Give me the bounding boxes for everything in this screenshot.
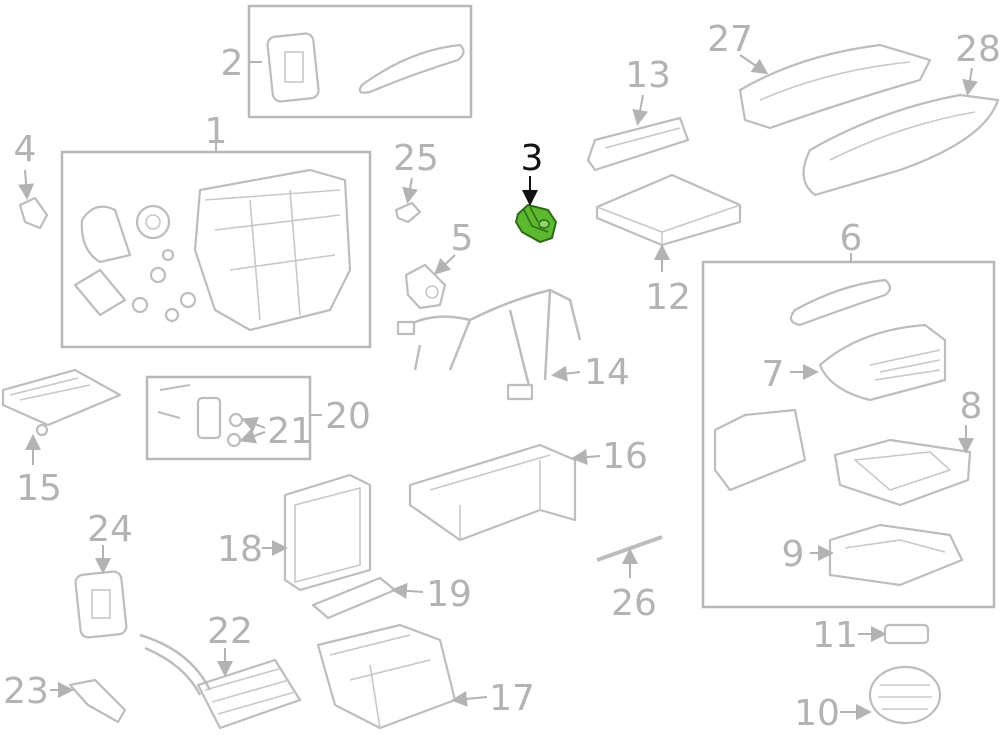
part-9-blower-housing-lower[interactable] bbox=[828, 523, 964, 587]
callout-label-6: 6 bbox=[840, 218, 863, 259]
callout-label-22: 22 bbox=[207, 611, 253, 652]
callout-label-11: 11 bbox=[812, 615, 858, 656]
callout-label-10: 10 bbox=[794, 693, 840, 734]
part-17-lower-case[interactable] bbox=[316, 623, 457, 730]
callout-label-9: 9 bbox=[782, 534, 805, 575]
group-box-6 bbox=[701, 260, 996, 609]
callout-label-20: 20 bbox=[325, 396, 371, 437]
callout-label-14: 14 bbox=[584, 352, 630, 393]
part-16-support-bracket[interactable] bbox=[408, 443, 577, 542]
part-21-o-rings[interactable] bbox=[226, 412, 244, 448]
callout-label-27: 27 bbox=[707, 19, 753, 60]
part-12-cabin-filter[interactable] bbox=[595, 173, 742, 247]
part-20-expansion-valve[interactable] bbox=[157, 384, 222, 440]
callout-label-21: 21 bbox=[267, 411, 313, 452]
callout-label-5: 5 bbox=[451, 218, 474, 259]
callout-label-28: 28 bbox=[955, 29, 1000, 70]
leader-lines bbox=[18, 54, 978, 720]
callout-label-8: 8 bbox=[960, 386, 983, 427]
part-3-actuator-highlighted[interactable] bbox=[515, 204, 557, 243]
part-24-vent[interactable] bbox=[74, 570, 128, 639]
callout-label-24: 24 bbox=[87, 509, 133, 550]
part-8-blower-housing-upper[interactable] bbox=[833, 438, 972, 507]
part-14-wiring-harness[interactable] bbox=[396, 288, 582, 401]
part-27-duct[interactable] bbox=[738, 43, 932, 130]
callout-label-7: 7 bbox=[762, 354, 785, 395]
part-10-blower-motor[interactable] bbox=[868, 665, 942, 725]
part-5-actuator[interactable] bbox=[404, 263, 447, 310]
part-6-duct-top[interactable] bbox=[789, 278, 892, 327]
callout-label-25: 25 bbox=[393, 138, 439, 179]
part-22-heater-core[interactable] bbox=[139, 633, 302, 730]
callout-label-19: 19 bbox=[426, 574, 472, 615]
part-18-evaporator[interactable] bbox=[283, 473, 372, 592]
part-15-heater-core-small[interactable] bbox=[1, 368, 122, 437]
part-11-resistor[interactable] bbox=[883, 623, 930, 645]
callout-label-3: 3 bbox=[521, 138, 544, 179]
part-6-side-panel[interactable] bbox=[713, 408, 807, 492]
callout-label-12: 12 bbox=[645, 277, 691, 318]
part-28-duct[interactable] bbox=[802, 93, 1000, 197]
part-4-sensor[interactable] bbox=[18, 196, 49, 230]
part-2-vent-grille[interactable] bbox=[266, 32, 465, 103]
part-7-blower-inlet[interactable] bbox=[818, 323, 947, 402]
callout-label-18: 18 bbox=[217, 529, 263, 570]
part-1-hvac-housing[interactable] bbox=[73, 168, 352, 332]
part-13-filter-door[interactable] bbox=[586, 116, 690, 172]
callout-label-16: 16 bbox=[602, 436, 648, 477]
callout-label-1: 1 bbox=[205, 111, 228, 152]
part-19-seal[interactable] bbox=[311, 576, 397, 620]
callout-label-26: 26 bbox=[611, 583, 657, 624]
callout-label-4: 4 bbox=[14, 129, 37, 170]
callout-label-15: 15 bbox=[16, 468, 62, 509]
part-25-sensor[interactable] bbox=[394, 201, 422, 224]
callout-label-23: 23 bbox=[3, 671, 49, 712]
part-23-hose-fitting[interactable] bbox=[68, 678, 127, 724]
callout-label-13: 13 bbox=[625, 55, 671, 96]
callout-label-2: 2 bbox=[221, 43, 244, 84]
group-box-20 bbox=[145, 375, 312, 461]
callout-label-17: 17 bbox=[489, 678, 535, 719]
